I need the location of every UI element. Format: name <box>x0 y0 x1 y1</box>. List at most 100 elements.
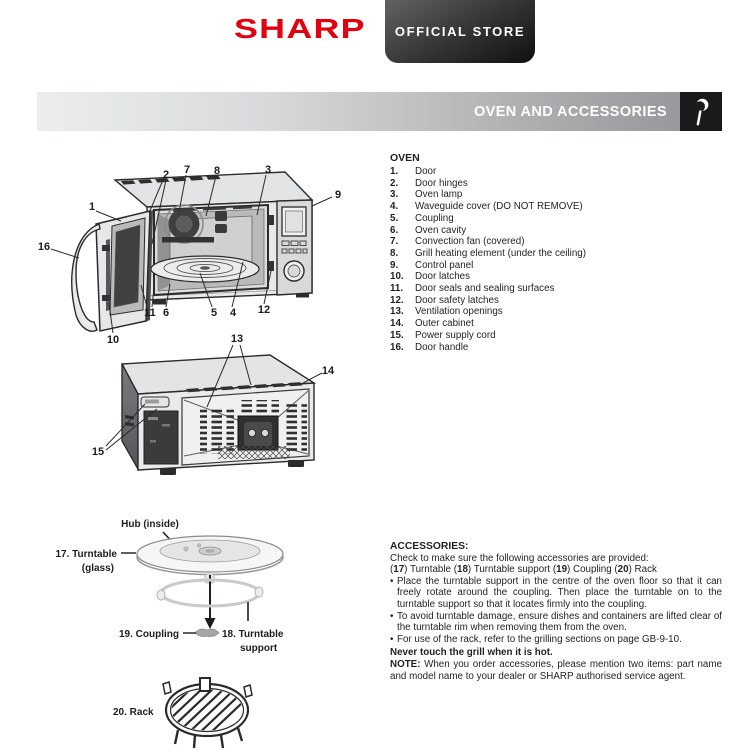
oven-item-number: 13. <box>390 306 404 318</box>
bullet-glyph: • <box>390 575 394 587</box>
official-store-badge: OFFICIAL STORE <box>385 0 535 63</box>
oven-item-number: 16. <box>390 341 404 353</box>
callout-13: 13 <box>231 333 243 345</box>
oven-list-item: 13. Ventilation openings <box>390 306 722 318</box>
oven-item-label: Outer cabinet <box>415 318 474 330</box>
accessories-intro: Check to make sure the following accesso… <box>390 552 649 564</box>
oven-item-label: Oven cavity <box>415 224 467 236</box>
bullet-glyph: • <box>390 633 394 645</box>
oven-list-item: 4.Waveguide cover (DO NOT REMOVE) <box>390 201 722 213</box>
oven-item-number: 8. <box>390 247 399 259</box>
oven-list-item: 9. Control panel <box>390 260 722 272</box>
oven-list-item: 3.Oven lamp <box>390 189 722 201</box>
section-header-bar: OVEN AND ACCESSORIES <box>37 92 680 131</box>
oven-item-label: Control panel <box>415 259 474 271</box>
hub-label: Hub (inside) <box>121 519 179 530</box>
oven-item-number: 1. <box>390 166 399 177</box>
sharp-logo: SHARP <box>234 13 366 44</box>
oven-list-item: 11. Door seals and sealing surfaces <box>390 283 722 295</box>
accessories-section: ACCESSORIES: Check to make sure the foll… <box>390 541 722 682</box>
oven-item-number: 14. <box>390 318 404 330</box>
oven-item-number: 11. <box>390 283 404 295</box>
callout-6: 6 <box>163 307 169 319</box>
bullet-text: Place the turntable support in the centr… <box>397 575 722 610</box>
oven-item-number: 4. <box>390 201 399 213</box>
callout-16: 16 <box>38 241 50 253</box>
oven-item-number: 10. <box>390 271 404 283</box>
bullet-text: For use of the rack, refer to the grilli… <box>397 633 682 645</box>
section-title: OVEN AND ACCESSORIES <box>473 103 667 120</box>
oven-item-number: 15. <box>390 329 404 341</box>
grill-warning: Never touch the grill when it is hot. <box>390 647 553 659</box>
oven-item-label: Door latches <box>415 271 470 283</box>
bullet-text: To avoid turntable damage, ensure dishes… <box>397 610 722 634</box>
rack-diagram: 20. Rack <box>113 677 253 749</box>
turntable-label-line1: 17. Turntable <box>56 549 118 560</box>
callout-10: 10 <box>107 334 119 346</box>
oven-item-number: 9. <box>390 259 399 271</box>
oven-item-label: Coupling <box>415 212 454 224</box>
support-label-line2: support <box>240 643 278 654</box>
oven-list-item: 5. Coupling <box>390 213 722 225</box>
callout-3: 3 <box>265 164 271 176</box>
accessories-note: NOTE: When you order accessories, please… <box>390 658 722 682</box>
accessories-bullet-item: •To avoid turntable damage, ensure dishe… <box>390 611 722 634</box>
oven-item-number: 2. <box>390 177 399 189</box>
oven-list-item: 14. Outer cabinet <box>390 318 722 330</box>
oven-list-item: 1. Door <box>390 166 722 178</box>
support-label-line1: 18. Turntable <box>222 629 284 640</box>
oven-item-number: 6. <box>390 224 399 236</box>
oven-list-item: 8. Grill heating element (under the ceili… <box>390 248 722 260</box>
oven-list-item: 15. Power supply cord <box>390 330 722 342</box>
callout-14: 14 <box>322 365 335 377</box>
rack-label: 20. Rack <box>113 707 154 718</box>
callout-2: 2 <box>163 169 169 181</box>
oven-item-label: Door <box>415 166 437 177</box>
turntable-label-line2: (glass) <box>82 563 114 574</box>
oven-item-label: Door seals and sealing surfaces <box>415 283 555 295</box>
oven-parts-list: OVEN 1. Door 2.Door hinges 3.Oven lamp 4.… <box>390 152 722 353</box>
callout-11: 11 <box>144 307 156 319</box>
accessories-provided-line: (17) Turntable (18) Turntable support (1… <box>390 564 657 576</box>
oven-list-item: 12. Door safety latches <box>390 295 722 307</box>
callout-4: 4 <box>230 307 237 319</box>
oven-item-number: 12. <box>390 294 404 306</box>
ladle-icon <box>694 98 709 126</box>
front-view-diagram: 1 2 7 8 3 9 16 10 11 6 5 4 12 <box>38 164 341 346</box>
oven-item-label: Grill heating element (under the ceiling… <box>415 247 586 259</box>
accessories-bullet-item: •For use of the rack, refer to the grill… <box>390 634 722 646</box>
oven-item-label: Power supply cord <box>415 329 496 341</box>
callout-12: 12 <box>258 304 270 316</box>
callout-1: 1 <box>89 201 95 213</box>
oven-item-label: Door handle <box>415 341 469 353</box>
coupling-label: 19. Coupling <box>119 629 179 640</box>
oven-list-rows: 1. Door 2.Door hinges 3.Oven lamp 4.Waveg… <box>390 166 722 353</box>
accessories-bullets: •Place the turntable support in the cent… <box>390 576 722 646</box>
callout-9: 9 <box>335 189 341 201</box>
official-store-label: OFFICIAL STORE <box>394 24 526 39</box>
oven-item-label: Door safety latches <box>415 294 499 306</box>
bullet-glyph: • <box>390 610 394 622</box>
section-icon-box <box>680 92 722 131</box>
oven-list-item: 6. Oven cavity <box>390 225 722 237</box>
callout-8: 8 <box>214 165 220 177</box>
accessories-bullet-item: •Place the turntable support in the cent… <box>390 576 722 611</box>
callout-5: 5 <box>211 307 217 319</box>
callout-7: 7 <box>184 164 190 176</box>
oven-list-item: 7. Convection fan (covered) <box>390 236 722 248</box>
oven-list-heading: OVEN <box>390 152 420 164</box>
accessories-heading: ACCESSORIES: <box>390 541 469 552</box>
oven-item-number: 7. <box>390 236 399 248</box>
oven-item-label: Convection fan (covered) <box>415 236 525 248</box>
turntable-diagram: Hub (inside) 17. Turntable (glass) 19. C… <box>56 519 284 654</box>
oven-item-label: Oven lamp <box>415 189 463 201</box>
oven-diagram: 1 2 7 8 3 9 16 10 11 6 5 4 12 <box>38 164 341 749</box>
oven-list-item: 2.Door hinges <box>390 178 722 190</box>
rear-view-diagram: 13 14 15 <box>92 333 335 475</box>
oven-item-number: 5. <box>390 212 399 224</box>
oven-list-item: 16. Door handle <box>390 342 722 354</box>
callout-15: 15 <box>92 446 104 458</box>
oven-item-label: Ventilation openings <box>415 306 503 318</box>
oven-list-item: 10. Door latches <box>390 271 722 283</box>
